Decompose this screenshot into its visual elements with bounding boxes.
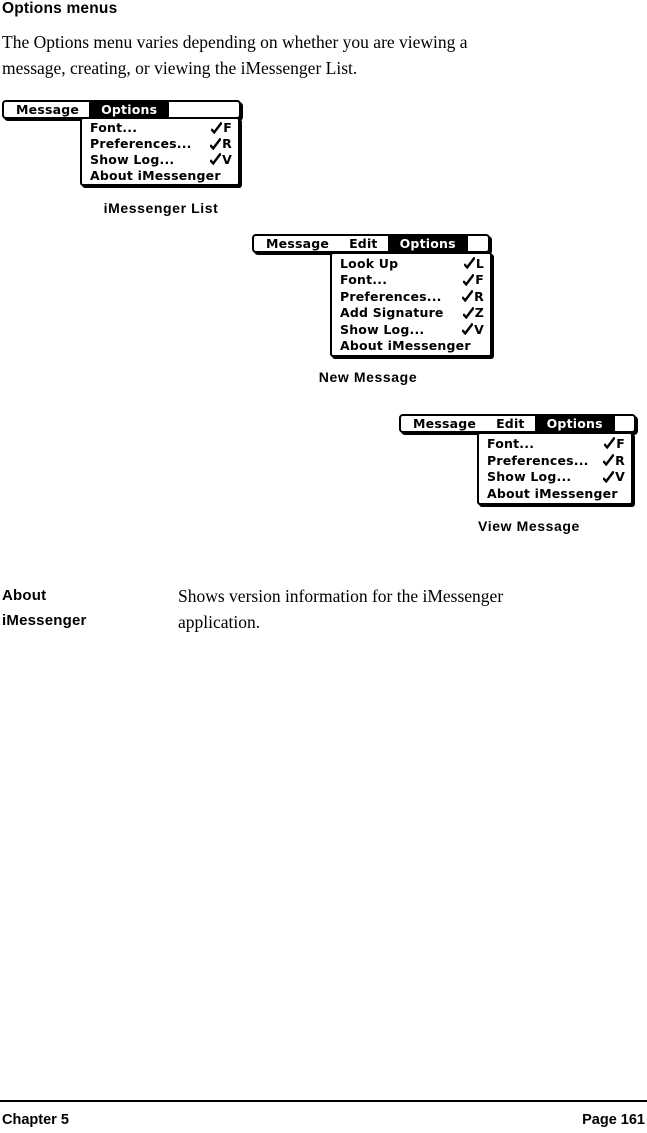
menu-item-look-up: Look Up L [332,255,490,272]
menu-item-label: Font... [90,120,138,136]
menu-shortcut: V [603,469,625,484]
menu-shortcut: V [462,322,484,337]
menu-item-label: Add Signature [340,305,444,321]
menu-bar-item-message: Message [266,236,330,251]
shortcut-letter: R [615,452,625,468]
command-stroke-icon [210,153,222,166]
menu-item-label: About iMessenger [90,167,221,183]
figure-caption-new-message: New Message [318,369,418,385]
shortcut-letter: L [475,255,484,271]
menu-shortcut: R [462,289,484,304]
menu-item-preferences: Preferences... R [479,452,631,469]
menu-item-label: Font... [340,272,388,288]
menu-item-preferences: Preferences... R [82,136,238,152]
command-stroke-icon [462,323,474,336]
menu-item-label: Font... [487,435,535,451]
shortcut-letter: R [222,136,232,152]
shortcut-letter: V [615,469,625,485]
menu-item-add-signature: Add Signature Z [332,305,490,322]
shortcut-letter: F [616,435,625,451]
page-heading: Options menus [2,0,118,17]
intro-paragraph: The Options menu varies depending on whe… [2,29,642,81]
definition-term-line: iMessenger [2,612,87,629]
menu-bar-new-message: Message Edit Options [252,234,490,253]
menu-item-label: Preferences... [90,136,192,152]
menu-item-label: Show Log... [340,321,425,337]
menu-item-label: Show Log... [90,151,175,167]
menu-shortcut: R [210,136,232,151]
menu-shortcut: F [211,120,232,135]
command-stroke-icon [603,454,615,467]
menu-item-show-log: Show Log... V [82,152,238,168]
command-stroke-icon [604,437,616,450]
menu-bar-view-message: Message Edit Options [399,414,636,433]
menu-item-label: Look Up [340,255,399,271]
menu-item-font: Font... F [479,435,631,452]
menu-item-show-log: Show Log... V [332,321,490,338]
command-stroke-icon [211,121,223,134]
menu-item-label: Preferences... [340,288,442,304]
menu-item-label: About iMessenger [340,338,471,354]
menu-shortcut: R [603,453,625,468]
options-dropdown-view-message: Font... F Preferences... R Show Log... V… [477,432,633,505]
definition-entry: About iMessenger Shows version informati… [2,583,503,635]
footer-page-number: Page 161 [582,1112,645,1128]
shortcut-letter: R [474,288,484,304]
footer-rule [0,1100,647,1102]
options-dropdown-new-message: Look Up L Font... F Preferences... R Add… [330,252,492,357]
menu-item-about-imessenger: About iMessenger [332,338,490,355]
menu-shortcut: V [210,152,232,167]
command-stroke-icon [462,290,474,303]
command-stroke-icon [210,137,222,150]
shortcut-letter: V [474,321,484,337]
command-stroke-icon [462,306,474,319]
menu-bar-item-options: Options [387,236,468,251]
menu-shortcut: F [463,272,484,287]
menu-item-show-log: Show Log... V [479,469,631,486]
menu-item-font: Font... F [332,272,490,289]
menu-shortcut: Z [462,305,484,321]
command-stroke-icon [603,470,615,483]
menu-shortcut: F [604,436,625,451]
menu-item-about-imessenger: About iMessenger [82,167,238,183]
definition-description-line: Shows version information for the iMesse… [178,586,504,606]
shortcut-letter: V [222,151,232,167]
menu-item-preferences: Preferences... R [332,288,490,305]
menu-item-about-imessenger: About iMessenger [479,485,631,502]
menu-shortcut: L [463,255,484,271]
menu-bar-item-message: Message [413,416,477,431]
definition-term-line: About [2,587,47,604]
figure-caption-view-message: View Message [478,518,580,534]
menu-item-label: About iMessenger [487,486,618,502]
intro-line: message, creating, or viewing the iMesse… [2,58,358,78]
command-stroke-icon [463,257,475,270]
menu-bar-item-options: Options [89,102,170,117]
menu-bar-item-options: Options [534,416,615,431]
menu-bar-item-edit: Edit [496,416,525,431]
intro-line: The Options menu varies depending on whe… [2,32,468,52]
shortcut-letter: F [223,120,232,136]
shortcut-letter: F [475,272,484,288]
menu-bar-item-message: Message [16,102,80,117]
menu-item-label: Preferences... [487,452,589,468]
footer-chapter: Chapter 5 [2,1112,69,1128]
definition-term: About iMessenger [2,583,178,635]
options-dropdown-imessenger-list: Font... F Preferences... R Show Log... V… [80,117,240,186]
menu-item-label: Show Log... [487,469,572,485]
definition-description-line: application. [178,612,261,632]
menu-item-font: Font... F [82,120,238,136]
definition-description: Shows version information for the iMesse… [178,583,503,635]
figure-caption-imessenger-list: iMessenger List [103,200,219,216]
shortcut-letter: Z [474,305,484,321]
command-stroke-icon [463,273,475,286]
menu-bar-item-edit: Edit [349,236,378,251]
